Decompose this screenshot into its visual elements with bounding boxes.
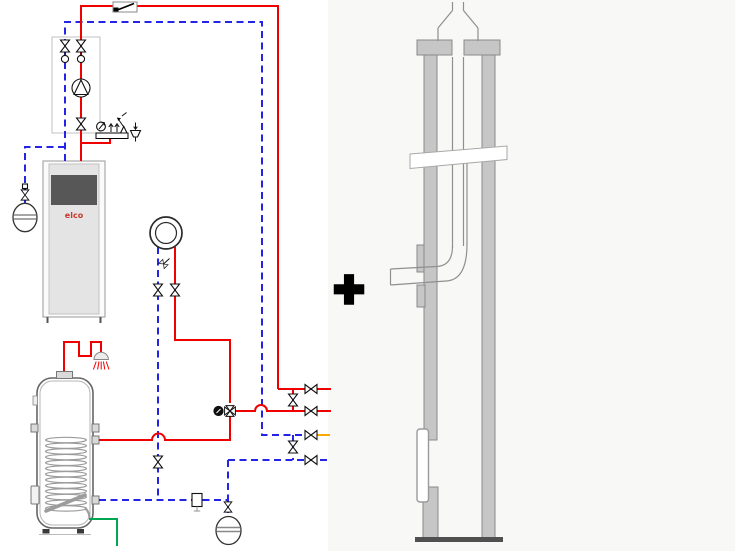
tank-foot — [42, 529, 50, 534]
safety-manifold — [95, 132, 129, 139]
storage-tank — [30, 371, 100, 535]
dirt-separator-icon — [191, 492, 203, 512]
boiler-feet — [46, 317, 102, 323]
boiler-brand-label: elco — [65, 211, 84, 220]
roof-line — [409, 145, 508, 170]
heating-circuit-icon — [149, 216, 183, 250]
valve-icon — [304, 383, 318, 395]
pump-group — [59, 39, 91, 131]
flue-terminal-icon — [437, 2, 479, 41]
tank-top-cap — [56, 371, 73, 379]
valve-icon — [287, 393, 299, 407]
valve-icon — [304, 454, 318, 466]
chimney-section — [389, 2, 508, 542]
tank-flange — [30, 423, 39, 433]
coil-icon — [44, 436, 91, 519]
tank-foot — [77, 529, 84, 534]
three-way-mixing-valve-icon — [213, 405, 236, 417]
thermometer-icon — [60, 52, 70, 64]
expansion-vessel-icon — [215, 501, 242, 546]
tank-side-panel — [30, 485, 40, 505]
boiler-control-panel — [51, 175, 97, 205]
pump-icon — [71, 78, 91, 98]
wall-bracket — [416, 284, 426, 308]
chimney-left-wall — [423, 54, 438, 441]
chimney-base — [415, 537, 503, 542]
valve-icon — [169, 283, 181, 297]
air-vent-icon — [108, 122, 120, 132]
tank-sensor-pocket — [32, 395, 38, 406]
drain-valve-icon — [158, 258, 170, 269]
chimney-right-wall — [481, 54, 496, 539]
valve-icon — [152, 455, 164, 469]
valve-icon — [304, 405, 318, 417]
cold-water-pipe — [89, 518, 118, 546]
wall-bracket — [416, 244, 425, 273]
boiler: elco — [42, 160, 106, 323]
thermometer-icon — [76, 52, 86, 64]
expansion-vessel-icon — [12, 183, 38, 233]
discharge-funnel-icon — [129, 122, 142, 142]
hydraulic-diagram: elco — [12, 1, 331, 546]
chimney-cap — [463, 39, 501, 56]
tank-inner-wall — [39, 380, 91, 526]
valve-icon — [304, 429, 318, 441]
shower-icon — [92, 351, 110, 370]
tank-flange — [91, 435, 100, 445]
valve-icon — [152, 283, 164, 297]
tank-flange — [91, 423, 100, 433]
safety-group — [95, 112, 142, 142]
safety-valve-icon — [117, 112, 128, 134]
plus-icon: + — [332, 266, 366, 312]
chimney-cap — [416, 39, 453, 56]
chimney-panel-background — [328, 0, 735, 551]
pressure-gauge-icon — [96, 121, 106, 132]
valve-motor-icon — [213, 405, 224, 417]
valve-icon — [287, 440, 299, 454]
inspection-door — [416, 428, 430, 503]
tank-flange — [91, 495, 100, 505]
check-valve-icon — [112, 1, 138, 13]
